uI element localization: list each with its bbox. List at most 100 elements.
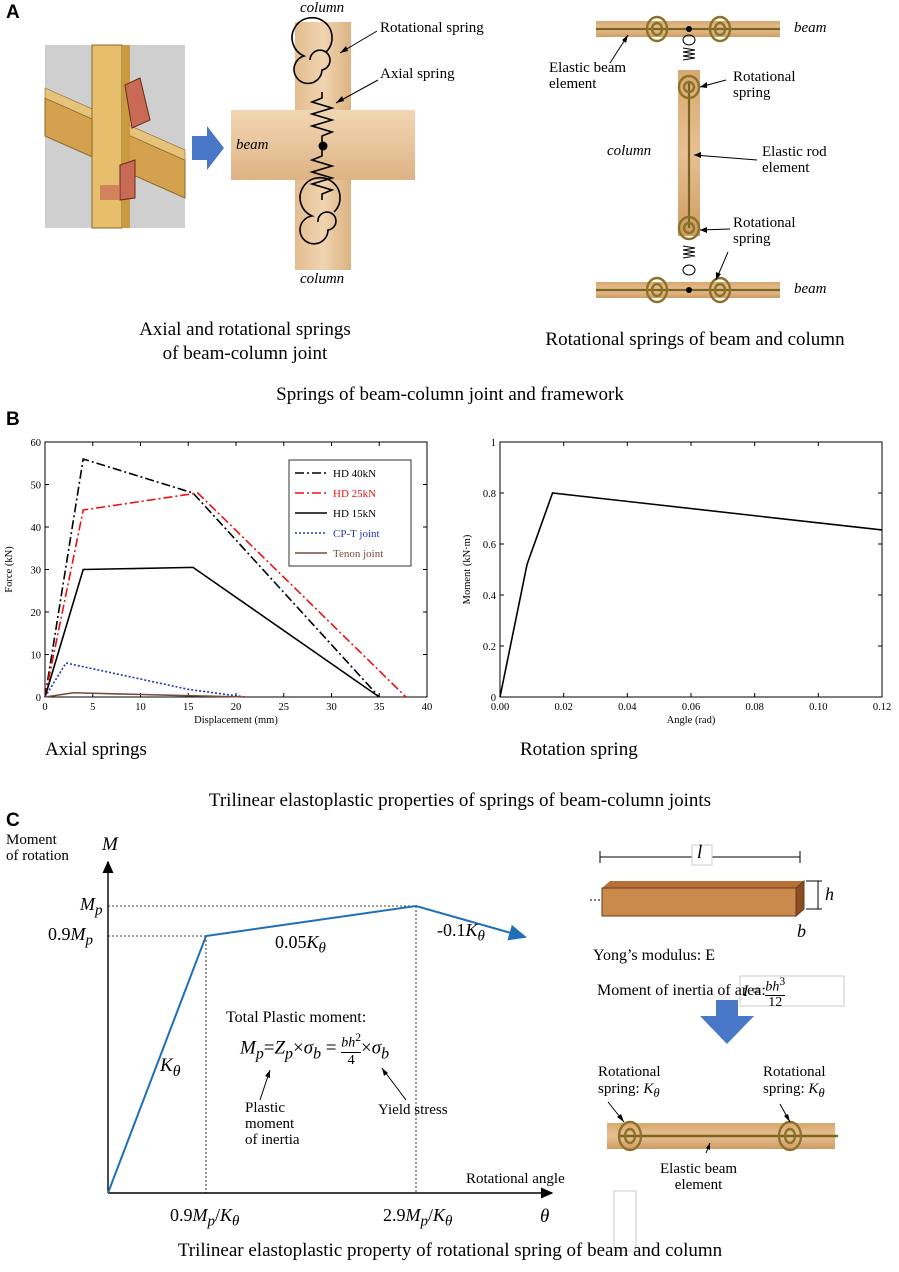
moment-of-rotation-line2: of rotation — [6, 848, 69, 864]
y-axis-label: Moment (kN·m) — [462, 534, 473, 604]
rot-spring-left-word: spring: — [598, 1081, 640, 1097]
rot-spring-top-line1: Rotational — [733, 69, 796, 85]
x-tick-09mp: 0.9Mp/Kθ — [170, 1205, 239, 1231]
y-tick-label: 60 — [31, 438, 42, 449]
mp-tick-label: Mp — [80, 894, 103, 920]
moment-of-rotation-line1: Moment — [6, 832, 57, 848]
caption-panel-c: Trilinear elastoplastic property of rota… — [177, 1240, 723, 1261]
x-tick-label: 0.04 — [618, 702, 637, 713]
elastic-beam-c-line2: element — [674, 1177, 723, 1193]
legend-label-3: CP-T joint — [333, 528, 380, 540]
frame-beam-top-label: beam — [794, 20, 827, 36]
x29-coef: 2.9 — [383, 1205, 406, 1225]
elastic-beam-line1: Elastic beam — [549, 60, 627, 76]
rotational-spring-top-label: Rotational spring — [733, 69, 796, 101]
axis-theta-symbol: θ — [540, 1206, 550, 1227]
x-tick-label: 0.08 — [745, 702, 763, 713]
rot-spring-right-k: K — [808, 1081, 819, 1097]
neg01-sub: θ — [477, 928, 485, 945]
09mp-sub: p — [85, 932, 94, 949]
caption-frame-springs: Rotational springs of beam and column — [545, 329, 845, 350]
series-line-4 — [44, 691, 246, 698]
joint-3d-illustration — [44, 44, 186, 229]
elastic-rod-line2: element — [762, 160, 810, 176]
x-axis-label: Displacement (mm) — [194, 715, 278, 726]
caption-panel-a: Springs of beam-column joint and framewo… — [276, 384, 624, 405]
joint-schematic — [231, 16, 415, 270]
elastic-beam-element-label: Elastic beam element — [549, 60, 626, 92]
x29-slash: / — [428, 1205, 434, 1225]
005-k: K — [306, 932, 319, 952]
y-tick-label: 10 — [31, 651, 42, 662]
rot-spring-left-k: K — [643, 1081, 654, 1097]
frame-column-label: column — [607, 143, 652, 159]
elastic-rod-element-label: Elastic rod element — [762, 144, 827, 176]
rot-spring-left-line2: spring: Kθ — [598, 1081, 661, 1102]
rot-spring-right-line2: spring: Kθ — [763, 1081, 826, 1102]
x-tick-label: 20 — [231, 702, 242, 713]
09mp-tick-label: 0.9Mp — [48, 924, 93, 950]
x09-m: M — [192, 1205, 208, 1225]
09-coef: 0.9 — [48, 924, 71, 944]
x09-theta: θ — [232, 1213, 240, 1230]
joint-column-bottom-label: column — [300, 271, 345, 287]
x-tick-label: 35 — [374, 702, 385, 713]
x-tick-label: 25 — [279, 702, 290, 713]
x-tick-label: 0.00 — [491, 702, 509, 713]
youngs-modulus-label: Yong’s modulus: E — [593, 947, 715, 964]
x09-coef: 0.9 — [170, 1205, 193, 1225]
elastic-beam-c-line1: Elastic beam — [660, 1161, 738, 1177]
plastic-moment-inertia-label: Plastic moment of inertia — [245, 1100, 300, 1148]
mp-sym: M — [80, 894, 95, 914]
x09-slash: / — [215, 1205, 221, 1225]
k-sub: θ — [172, 1062, 181, 1080]
x-axis-label: Angle (rad) — [667, 715, 716, 726]
panel-b-letter: B — [6, 409, 20, 430]
caption-axial-springs: Axial springs — [45, 739, 147, 760]
rot-spring-bottom-line2: spring — [733, 231, 771, 247]
slope-k-label: Kθ — [160, 1055, 180, 1081]
rotational-spring-label: Rotational spring — [380, 20, 484, 36]
plastic-moi-line2: moment — [245, 1116, 295, 1132]
beam-block — [590, 844, 845, 1007]
09mp-sym: M — [70, 924, 86, 944]
k-sym: K — [160, 1055, 173, 1076]
rotational-spring-bottom-label: Rotational spring — [733, 215, 796, 247]
trilinear-curve — [107, 904, 527, 1194]
rot-spring-left-line1: Rotational — [598, 1064, 661, 1080]
rot-spring-top-line2: spring — [733, 85, 771, 101]
x-tick-label: 15 — [183, 702, 194, 713]
legend-label-4: Tenon joint — [333, 548, 383, 560]
beam-with-springs — [607, 1101, 838, 1252]
series-line-0 — [44, 457, 380, 698]
005-coef: 0.05 — [275, 932, 307, 952]
rot-spring-right-label: Rotational spring: Kθ — [763, 1064, 826, 1102]
legend-label-2: HD 15kN — [333, 508, 376, 520]
rot-spring-left-sub: θ — [653, 1086, 660, 1100]
x-tick-label: 0.06 — [682, 702, 700, 713]
x29-p: p — [420, 1213, 429, 1230]
axial-spring-label: Axial spring — [380, 66, 455, 82]
y-tick-label: 0 — [491, 693, 496, 704]
blue-arrow-down — [716, 1000, 738, 1016]
series-line-3 — [44, 662, 246, 698]
beam-width-symbol: b — [797, 921, 806, 941]
x-tick-label: 30 — [326, 702, 337, 713]
total-plastic-label: Total Plastic moment: — [226, 1009, 367, 1026]
caption-panel-b: Trilinear elastoplastic properties of sp… — [208, 790, 712, 811]
x09-p: p — [207, 1213, 216, 1230]
series-line-0 — [499, 492, 883, 698]
y-tick-label: 20 — [31, 608, 42, 619]
y-tick-label: 40 — [31, 523, 42, 534]
x29-theta: θ — [445, 1213, 453, 1230]
plastic-moi-line1: Plastic — [245, 1100, 285, 1116]
beam-height-symbol: h — [825, 884, 834, 904]
x09-k: K — [220, 1205, 233, 1225]
joint-beam-label: beam — [236, 137, 269, 153]
elastic-beam-line2: element — [549, 76, 597, 92]
plastic-moi-line3: of inertia — [245, 1132, 300, 1148]
